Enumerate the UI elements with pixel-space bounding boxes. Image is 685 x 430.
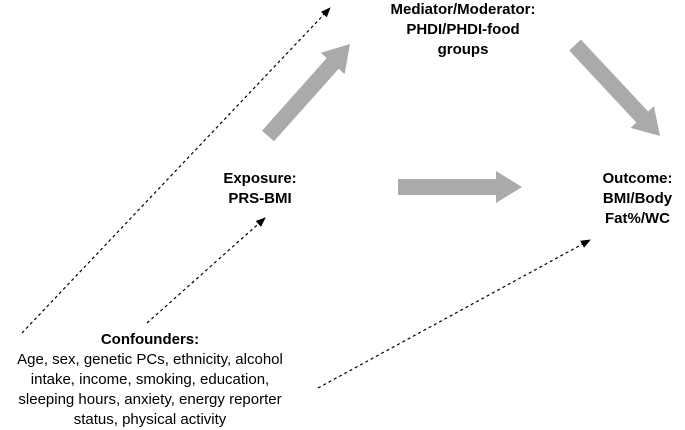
confounders-title: Confounders: bbox=[100, 331, 200, 348]
mediator-line-1: PHDI/PHDI-food bbox=[406, 21, 520, 38]
mediator-node: Mediator/Moderator: PHDI/PHDI-food group… bbox=[348, 0, 578, 60]
exposure-line-1: PRS-BMI bbox=[228, 190, 292, 207]
confounders-line-4: status, physical activity bbox=[73, 411, 227, 428]
outcome-title: Outcome: bbox=[602, 170, 673, 187]
arrow-exposure-to-mediator bbox=[262, 44, 350, 142]
outcome-line-1: BMI/Body bbox=[602, 190, 673, 207]
confounders-node: Confounders: Age, sex, genetic PCs, ethn… bbox=[0, 330, 300, 430]
arrow-exposure-to-outcome bbox=[398, 171, 522, 203]
arrow-confounders-to-exposure bbox=[146, 217, 266, 324]
confounders-line-2: intake, income, smoking, education, bbox=[30, 371, 270, 388]
exposure-title: Exposure: bbox=[223, 170, 297, 187]
confounders-line-1: Age, sex, genetic PCs, ethnicity, alcoho… bbox=[17, 351, 283, 368]
arrow-confounders-to-outcome bbox=[317, 239, 591, 389]
exposure-node: Exposure: PRS-BMI bbox=[205, 169, 315, 209]
outcome-line-2: Fat%/WC bbox=[605, 210, 670, 227]
mediator-line-2: groups bbox=[437, 41, 489, 58]
outcome-node: Outcome: BMI/Body Fat%/WC bbox=[590, 169, 685, 229]
arrow-confounders-to-mediator bbox=[21, 7, 331, 334]
mediator-title: Mediator/Moderator: bbox=[390, 1, 536, 18]
confounders-line-3: sleeping hours, anxiety, energy reporter bbox=[18, 391, 282, 408]
arrow-mediator-to-outcome bbox=[569, 39, 660, 136]
